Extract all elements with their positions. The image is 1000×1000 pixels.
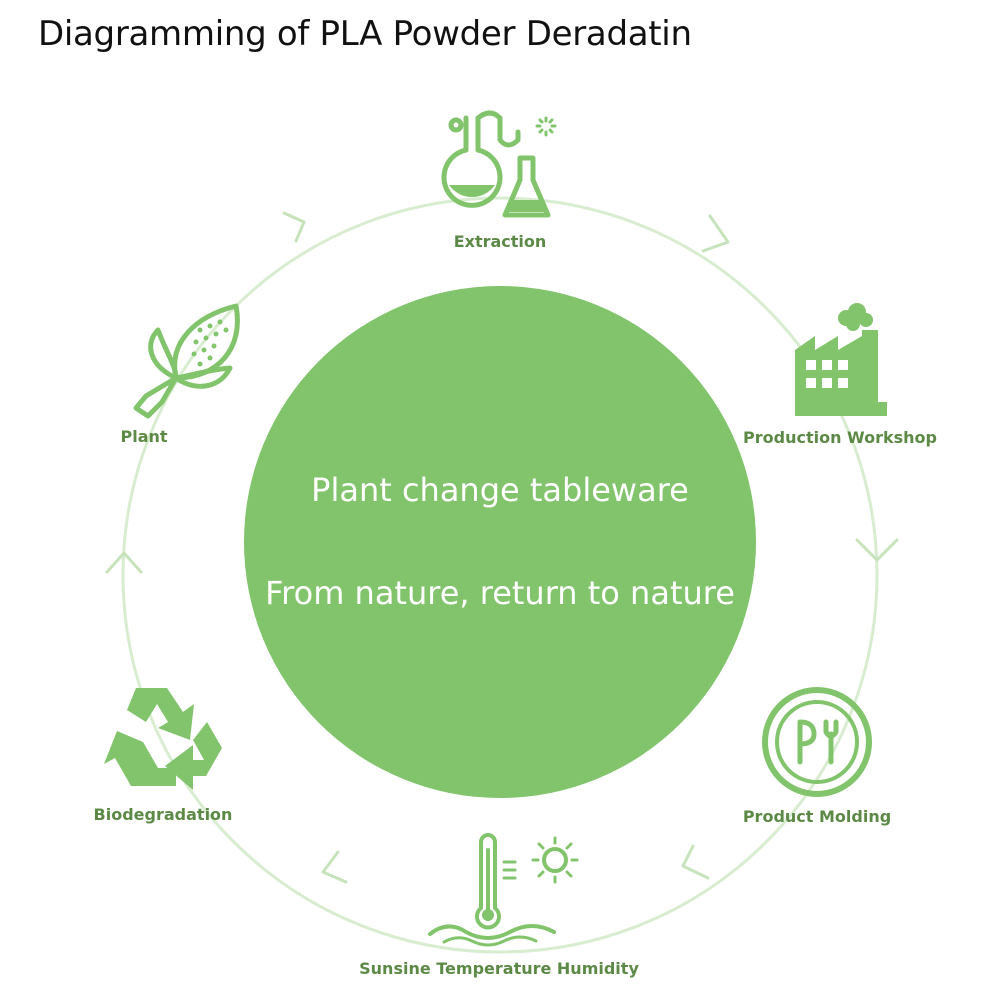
cycle-arrows bbox=[105, 211, 899, 884]
page-title: Diagramming of PLA Powder Deradatin bbox=[38, 14, 692, 54]
step-label-sunsine-temperature-humidity: Sunsine Temperature Humidity bbox=[359, 959, 639, 978]
arrow-chevron bbox=[855, 538, 899, 562]
arrow-chevron bbox=[105, 551, 143, 574]
center-disc bbox=[244, 286, 756, 798]
arrow-chevron bbox=[701, 214, 730, 253]
step-label-plant: Plant bbox=[120, 427, 168, 446]
step-label-product-molding: Product Molding bbox=[742, 807, 892, 826]
thermometer-sun-icon bbox=[428, 833, 579, 947]
corn-icon bbox=[133, 303, 240, 419]
center-slogan-line-1: Plant change tableware bbox=[311, 471, 689, 509]
plate-icon bbox=[762, 687, 872, 797]
arrow-chevron bbox=[681, 844, 710, 880]
step-label-production-workshop: Production Workshop bbox=[743, 428, 937, 447]
flask-icon bbox=[441, 110, 557, 218]
cycle-ring bbox=[121, 196, 879, 954]
factory-icon bbox=[795, 303, 887, 416]
center-slogan-line-2: From nature, return to nature bbox=[265, 574, 735, 612]
step-label-biodegradation: Biodegradation bbox=[93, 805, 233, 824]
arrow-chevron bbox=[321, 850, 348, 884]
step-label-extraction: Extraction bbox=[453, 232, 547, 251]
recycle-icon bbox=[104, 688, 222, 790]
arrow-chevron bbox=[282, 211, 306, 243]
